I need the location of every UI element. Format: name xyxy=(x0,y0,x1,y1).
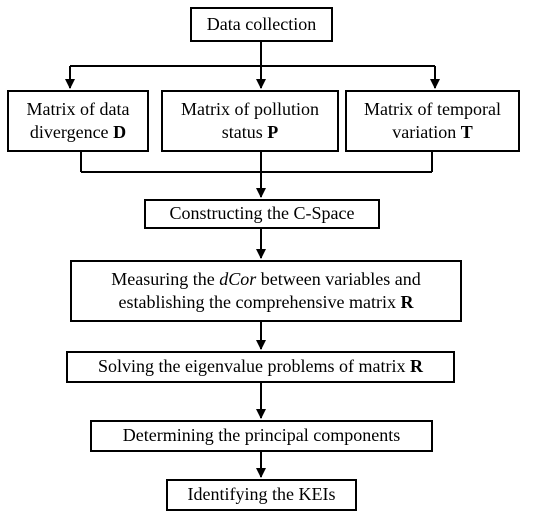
matrix-p-symbol: P xyxy=(267,122,279,142)
eigen-text: Solving the eigenvalue problems of matri… xyxy=(98,356,410,377)
dcor-symbol: R xyxy=(400,292,414,312)
dcor-italic: dCor xyxy=(219,268,257,289)
keis-box: Identifying the KEIs xyxy=(166,479,357,511)
matrix-t-label: Matrix of temporal variation T xyxy=(364,98,501,145)
matrix-d-box: Matrix of data divergence D xyxy=(7,90,149,152)
keis-label: Identifying the KEIs xyxy=(187,484,336,505)
matrix-d-line2: divergence xyxy=(29,122,114,142)
matrix-d-line1: Matrix of data xyxy=(26,98,130,119)
matrix-t-line1: Matrix of temporal xyxy=(364,98,501,119)
dcor-label: Measuring the dCor between variables and… xyxy=(111,268,420,315)
cspace-label: Constructing the C-Space xyxy=(169,203,355,224)
dcor-line2-pre: establishing the comprehensive matrix xyxy=(118,292,401,312)
matrix-t-line2: variation xyxy=(392,122,461,142)
dcor-line1-pre: Measuring the xyxy=(111,268,220,289)
matrix-d-symbol: D xyxy=(113,122,127,142)
eigen-box: Solving the eigenvalue problems of matri… xyxy=(66,351,455,383)
matrix-p-box: Matrix of pollution status P xyxy=(161,90,339,152)
eigen-label: Solving the eigenvalue problems of matri… xyxy=(98,355,423,378)
matrix-p-line1: Matrix of pollution xyxy=(181,98,319,119)
principal-label: Determining the principal components xyxy=(122,425,401,446)
matrix-d-label: Matrix of data divergence D xyxy=(27,98,130,145)
principal-box: Determining the principal components xyxy=(90,420,433,452)
matrix-t-symbol: T xyxy=(460,122,473,142)
matrix-p-line2: status xyxy=(221,122,268,142)
matrix-p-label: Matrix of pollution status P xyxy=(181,98,319,145)
cspace-box: Constructing the C-Space xyxy=(144,199,380,229)
data-collection-label: Data collection xyxy=(206,13,317,34)
dcor-box: Measuring the dCor between variables and… xyxy=(70,260,462,322)
eigen-symbol: R xyxy=(409,356,423,377)
matrix-t-box: Matrix of temporal variation T xyxy=(345,90,520,152)
dcor-line1-post: between variables and xyxy=(256,268,421,289)
data-collection-box: Data collection xyxy=(190,7,333,42)
